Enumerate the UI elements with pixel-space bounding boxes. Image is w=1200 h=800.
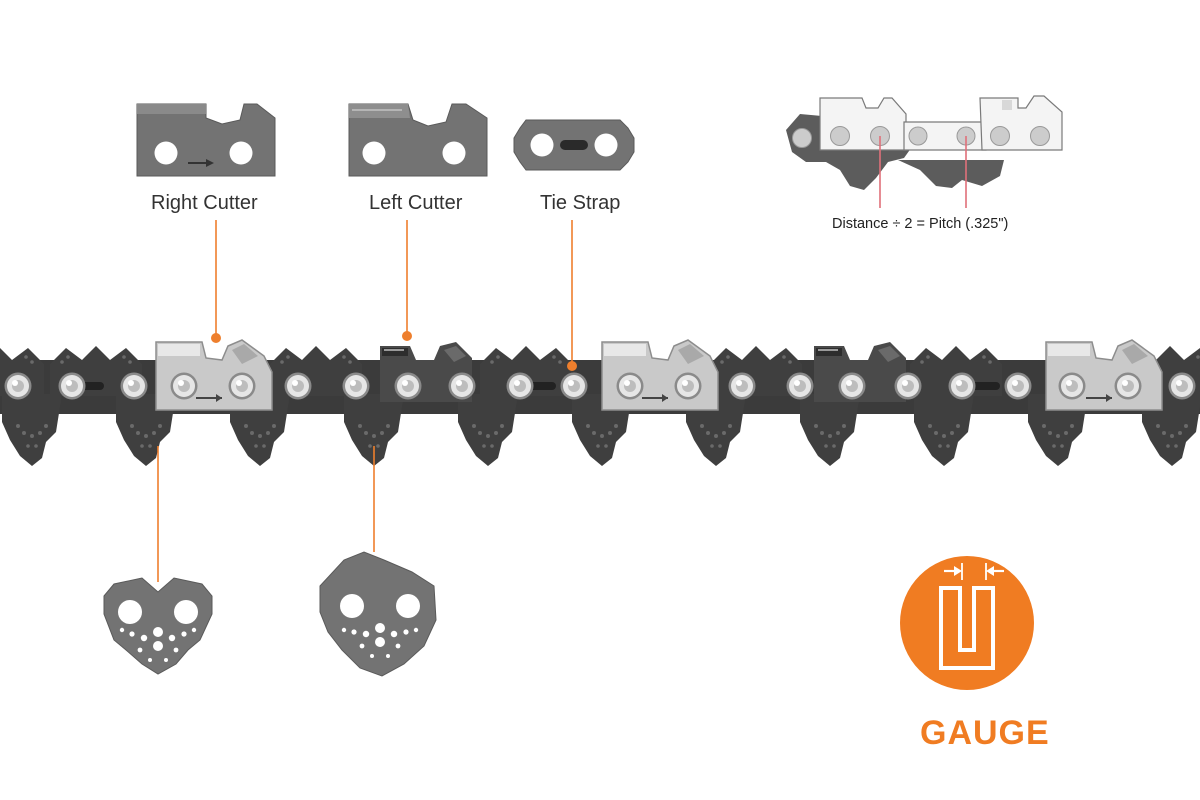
right-cutter-link [155, 339, 273, 411]
rivet [1114, 372, 1142, 400]
drive-link [914, 394, 974, 466]
right-cutter-link [601, 339, 719, 411]
rivet [284, 372, 312, 400]
pitch-formula-label: Distance ÷ 2 = Pitch (.325") [832, 216, 1009, 232]
right-cutter-label: Right Cutter [151, 192, 258, 214]
drive-link [458, 394, 518, 466]
rivet [838, 372, 866, 400]
rivet [1168, 372, 1196, 400]
left-cutter-label: Left Cutter [369, 192, 463, 214]
tie-strap-label: Tie Strap [540, 192, 621, 214]
drive-link [2, 394, 62, 466]
rivet [616, 372, 644, 400]
rivet [948, 372, 976, 400]
rivet [560, 372, 588, 400]
drive-link [800, 394, 860, 466]
gauge-u-icon [900, 556, 1034, 690]
drive-link-icon [319, 551, 437, 677]
tie-strap-icon [513, 119, 635, 171]
rivet [120, 372, 148, 400]
gauge-label: GAUGE [920, 714, 1050, 752]
rivet [58, 372, 86, 400]
rivet [228, 372, 256, 400]
rivet [894, 372, 922, 400]
rivet [342, 372, 370, 400]
rivet [170, 372, 198, 400]
rivet [1058, 372, 1086, 400]
rivet [728, 372, 756, 400]
rivet [4, 372, 32, 400]
callout-lines [157, 220, 577, 582]
drive-link-icon [103, 577, 213, 675]
rivet [506, 372, 534, 400]
rivet [786, 372, 814, 400]
rivet [674, 372, 702, 400]
rivet [448, 372, 476, 400]
pitch-diagram [786, 95, 1063, 208]
right-cutter-icon [136, 103, 276, 177]
left-cutter-icon [348, 103, 488, 177]
rivet [394, 372, 422, 400]
rivet [1004, 372, 1032, 400]
saw-chain [0, 339, 1200, 466]
right-cutter-link [1045, 339, 1163, 411]
